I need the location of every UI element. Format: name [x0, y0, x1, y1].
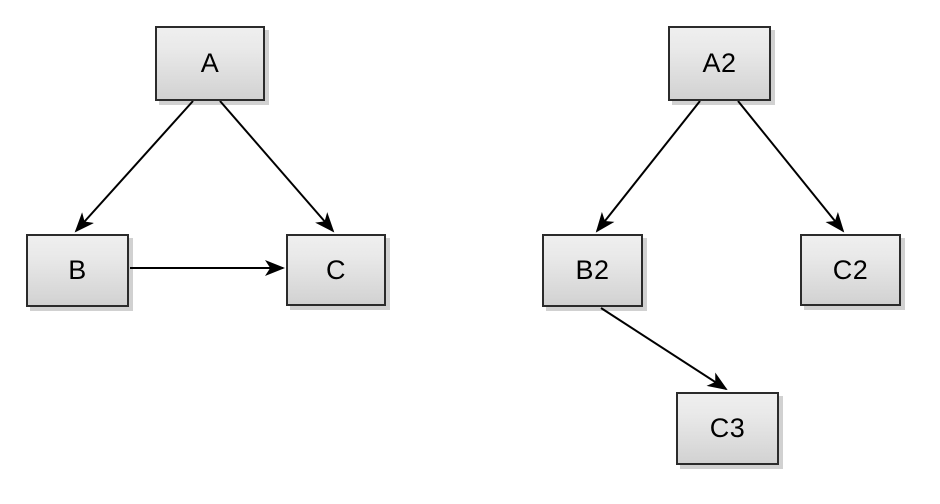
edge-a-to-b [74, 100, 194, 233]
node-label-c3: C3 [709, 413, 746, 443]
node-label-a: A [200, 48, 220, 78]
node-a2[interactable]: A2 [668, 26, 771, 101]
node-b2[interactable]: B2 [542, 234, 643, 307]
node-b[interactable]: B [26, 234, 129, 307]
edge-a2-to-b2 [595, 100, 701, 233]
node-label-b2: B2 [575, 255, 610, 285]
edge-a-to-c [219, 100, 335, 233]
node-c2[interactable]: C2 [800, 234, 901, 306]
edge-a2-to-c2 [737, 100, 845, 233]
node-c[interactable]: C [286, 234, 386, 306]
node-c3[interactable]: C3 [676, 392, 779, 465]
node-label-a2: A2 [702, 48, 737, 78]
edge-b2-to-c3 [600, 307, 728, 391]
node-label-b: B [68, 255, 87, 285]
node-label-c: C [326, 254, 346, 285]
edges-group [74, 100, 845, 391]
node-label-c2: C2 [832, 254, 869, 285]
node-a[interactable]: A [155, 26, 265, 101]
